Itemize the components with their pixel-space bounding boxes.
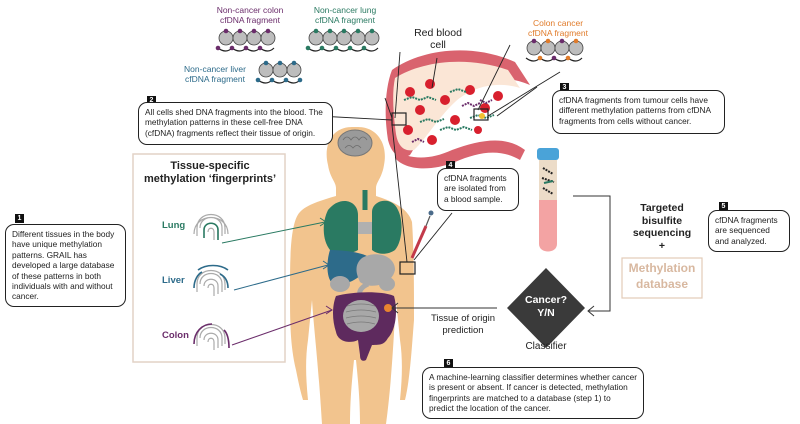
label-line: cfDNA fragment bbox=[315, 15, 375, 25]
fingerprint-label-lung: Lung bbox=[162, 220, 186, 231]
classifier-label: Classifier bbox=[525, 341, 567, 352]
noncancer-lung-fragment-illustration bbox=[305, 28, 380, 52]
label-line: Non-cancer liver bbox=[184, 64, 246, 74]
classifier-diamond bbox=[507, 268, 585, 348]
blood-vessel-illustration bbox=[385, 50, 530, 169]
step-2-callout: All cells shed DNA fragments into the bl… bbox=[138, 102, 333, 145]
step-1-callout: Different tissues in the body have uniqu… bbox=[5, 224, 126, 307]
noncancer-lung-label: Non-cancer lung cfDNA fragment bbox=[300, 5, 390, 25]
step-5-badge: 5 bbox=[719, 202, 728, 211]
step-5-callout: cfDNA fragments are sequenced and analyz… bbox=[708, 210, 790, 252]
flow-connector bbox=[391, 195, 611, 317]
step-3-callout: cfDNA fragments from tumour cells have d… bbox=[552, 90, 725, 134]
label-line: prediction bbox=[442, 325, 484, 336]
noncancer-colon-fragment-illustration bbox=[215, 28, 276, 52]
label-line: Non-cancer colon bbox=[216, 5, 284, 15]
noncancer-zoom-box bbox=[391, 112, 407, 126]
step-4-badge: 4 bbox=[446, 161, 455, 170]
noncancer-liver-label: Non-cancer liver cfDNA fragment bbox=[170, 64, 260, 84]
sequencing-label: Targeted bisulfite sequencing + bbox=[624, 202, 700, 252]
fingerprint-colon-icon bbox=[193, 323, 230, 350]
methylation-database-box bbox=[621, 257, 703, 299]
step-2-badge: 2 bbox=[147, 96, 156, 105]
tissue-origin-prediction-label: Tissue of origin prediction bbox=[418, 313, 508, 337]
label-line: Cancer? bbox=[524, 294, 567, 306]
label-line: Non-cancer lung bbox=[313, 5, 377, 15]
blood-draw-site bbox=[399, 261, 416, 275]
label-line: Methylation bbox=[628, 261, 696, 275]
fingerprint-panel-title: Tissue-specific methylation ‘fingerprint… bbox=[140, 160, 280, 186]
label-line: Tissue of origin bbox=[430, 313, 496, 324]
label-line: cell bbox=[430, 39, 446, 51]
step-4-callout: cfDNA fragments are isolated from a bloo… bbox=[437, 168, 519, 211]
step-6-callout: A machine-learning classifier determines… bbox=[422, 367, 644, 419]
red-blood-cell-label: Red blood cell bbox=[408, 27, 468, 51]
label-line: Y/N bbox=[537, 307, 555, 319]
lung-left bbox=[323, 200, 358, 254]
blood-tube-icon bbox=[537, 148, 559, 252]
step-6-badge: 6 bbox=[444, 359, 453, 368]
fingerprint-label-colon: Colon bbox=[162, 330, 189, 341]
classifier-diamond-text: Cancer? Y/N bbox=[512, 294, 580, 320]
label-line: Colon cancer bbox=[532, 18, 584, 28]
fingerprint-lung-icon bbox=[193, 213, 229, 240]
step-1-badge: 1 bbox=[15, 214, 24, 223]
label-line: bisulfite bbox=[641, 214, 683, 227]
lung-right bbox=[372, 200, 402, 254]
fingerprint-arrows bbox=[221, 217, 333, 346]
label-line: cfDNA fragment bbox=[528, 28, 588, 38]
colon-cancer-fragment-illustration bbox=[525, 38, 584, 62]
label-line: Targeted bbox=[640, 202, 684, 214]
title-line: Tissue-specific bbox=[170, 160, 250, 172]
brain bbox=[337, 129, 373, 157]
methylation-database-label: Methylation database bbox=[622, 260, 702, 292]
label-line: database bbox=[635, 277, 689, 291]
label-line: Red blood bbox=[414, 27, 462, 39]
step-3-badge: 3 bbox=[560, 83, 569, 92]
plus-sign: + bbox=[658, 239, 666, 252]
noncancer-liver-fragment-illustration bbox=[255, 60, 303, 84]
colon-cancer-label: Colon cancer cfDNA fragment bbox=[518, 18, 598, 38]
label-line: sequencing bbox=[632, 227, 692, 239]
label-line: cfDNA fragment bbox=[220, 15, 280, 25]
fingerprint-liver-icon bbox=[193, 264, 229, 296]
noncancer-colon-label: Non-cancer colon cfDNA fragment bbox=[205, 5, 295, 25]
human-body-illustration bbox=[290, 127, 434, 424]
tumour-dot bbox=[384, 304, 392, 312]
label-line: cfDNA fragment bbox=[185, 74, 245, 84]
syringe-icon bbox=[410, 210, 434, 259]
fingerprint-label-liver: Liver bbox=[162, 275, 185, 286]
title-line: methylation ‘fingerprints’ bbox=[143, 173, 276, 185]
cancer-zoom-box bbox=[473, 108, 489, 121]
